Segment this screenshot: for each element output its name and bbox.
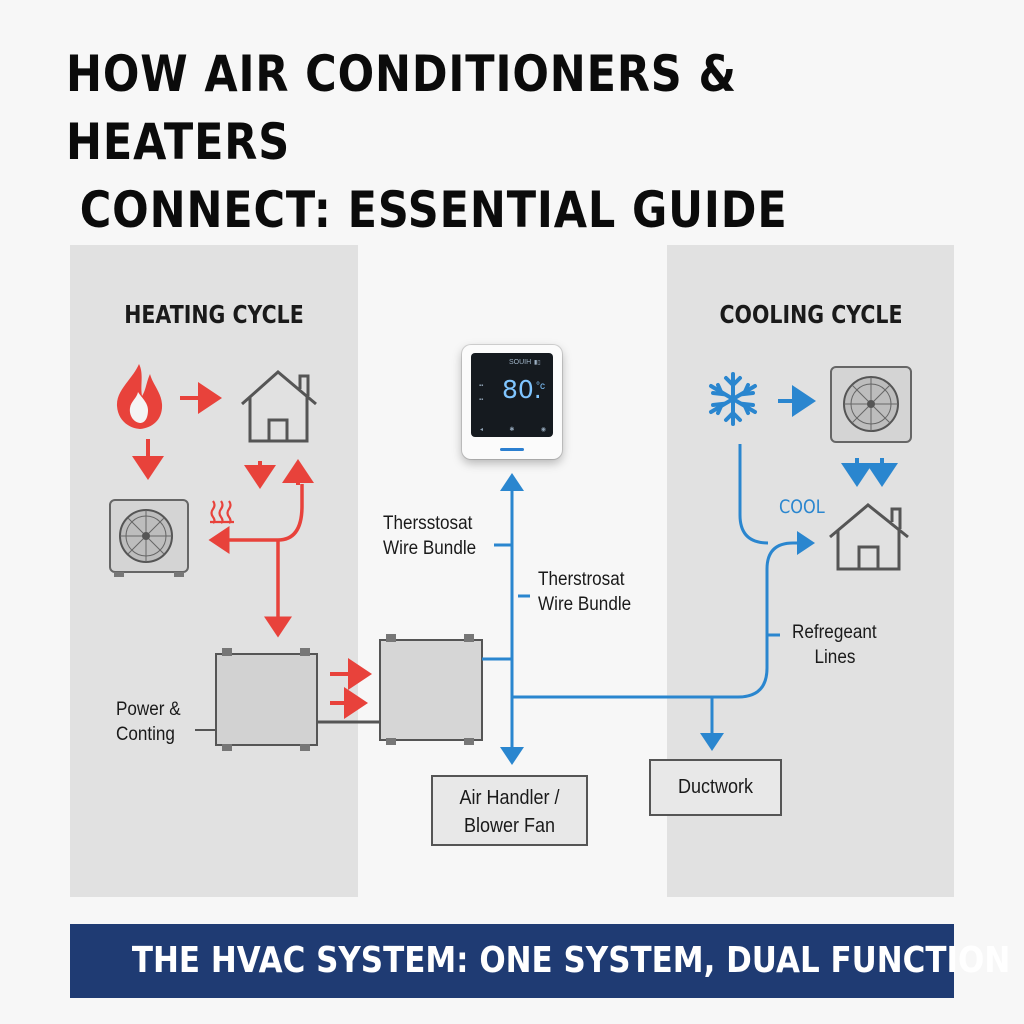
footer-banner: THE HVAC SYSTEM: ONE SYSTEM, DUAL FUNCTI… [70, 924, 1011, 998]
snowflake-icon [709, 372, 757, 426]
ductwork-label: Ductwork [677, 776, 754, 798]
heating-cycle-title: HEATING CYCLE [124, 300, 304, 329]
thermostat-screen: SOUIH ▮▯ ▪▪ ▪▪ 80. °c ◂ ✱ ◉ [471, 353, 553, 437]
thermostat-side-mark: ▪▪ [479, 397, 484, 403]
cooling-outdoor-unit-icon [830, 366, 912, 443]
page-title: HOW AIR CONDITIONERS & HEATERS CONNECT: … [66, 40, 857, 244]
power-control-label: Power & Conting [116, 699, 181, 745]
thermostat-unit: °c [536, 381, 545, 392]
thermostat-indicator [500, 448, 524, 451]
thermostat[interactable]: SOUIH ▮▯ ▪▪ ▪▪ 80. °c ◂ ✱ ◉ [462, 345, 562, 459]
furnace-unit [215, 648, 318, 751]
thermostat-brand: SOUIH [509, 359, 532, 366]
cooling-house-icon [829, 503, 909, 571]
flame-icon [116, 364, 163, 429]
title-line-2: CONNECT: ESSENTIAL GUIDE [79, 181, 788, 239]
heating-house-icon [241, 370, 317, 443]
thermostat-wire-label-2: Therstrosat Wire Bundle [538, 569, 632, 615]
thermostat-status-icon: ▮▯ [534, 360, 541, 366]
heating-outdoor-unit-icon [109, 499, 189, 577]
air-handler-label: Air Handler / Blower Fan [459, 787, 560, 837]
title-line-1: HOW AIR CONDITIONERS & HEATERS [66, 45, 737, 171]
thermostat-controls: ◂ ✱ ◉ [480, 426, 546, 433]
indoor-unit [379, 634, 483, 745]
thermostat-mode-icon[interactable]: ◂ [480, 427, 484, 433]
thermostat-wire-label-1: Thersstosat Wire Bundle [383, 513, 477, 559]
air-handler-box [431, 775, 588, 846]
thermostat-fan-icon[interactable]: ✱ [509, 427, 515, 433]
heat-waves-icon [210, 500, 234, 524]
refrigerant-lines [512, 444, 815, 751]
thermostat-wire-lines [482, 473, 530, 765]
thermostat-power-icon[interactable]: ◉ [540, 427, 546, 433]
banner-text: THE HVAC SYSTEM: ONE SYSTEM, DUAL FUNCTI… [131, 940, 1011, 981]
refrigerant-lines-label: Refregeant Lines [792, 622, 877, 668]
cool-label: COOL [779, 496, 825, 518]
thermostat-temperature: 80. [502, 375, 542, 404]
ductwork-box [649, 759, 782, 816]
heating-distribution-lines [208, 484, 304, 638]
thermostat-side-mark: ▪▪ [479, 383, 484, 389]
cooling-cycle-title: COOLING CYCLE [719, 300, 903, 329]
